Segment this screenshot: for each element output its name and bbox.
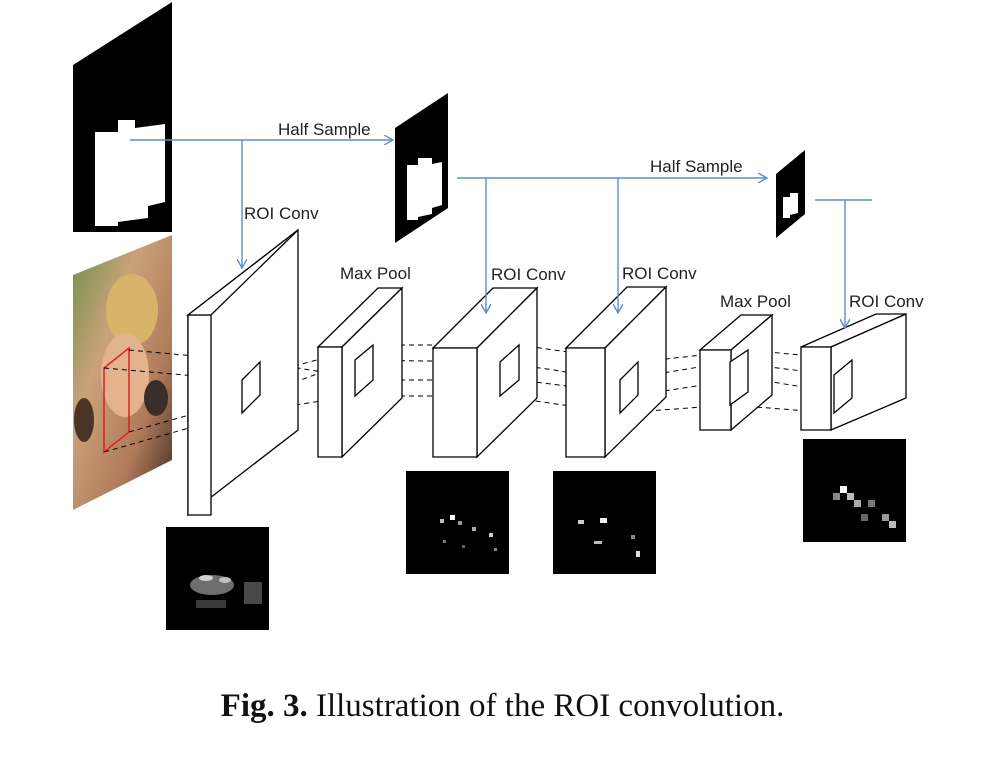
roi-window-2	[354, 343, 374, 398]
label-max-pool-2: Max Pool	[720, 292, 791, 311]
caption-prefix: Fig. 3.	[220, 688, 308, 724]
label-roi-conv-3: ROI Conv	[622, 264, 697, 283]
label-half-sample-1: Half Sample	[278, 120, 371, 139]
roi-window-6	[833, 358, 853, 415]
roi-conv-layer-4	[800, 313, 907, 431]
half-sampled-mask-2	[776, 150, 805, 238]
label-roi-conv-2: ROI Conv	[491, 265, 566, 284]
roi-conv-layer-1	[186, 228, 299, 517]
roi-window-1	[241, 360, 261, 415]
label-half-sample-2: Half Sample	[650, 157, 743, 176]
max-pool-layer-1	[316, 286, 404, 459]
label-roi-conv-4: ROI Conv	[849, 292, 924, 311]
half-sample-arrows	[130, 140, 872, 327]
roi-conv-layer-2	[431, 286, 539, 459]
feature-map-1	[166, 527, 269, 630]
input-roi-mask	[73, 2, 172, 232]
roi-window-3	[499, 343, 520, 398]
max-pool-layer-2	[698, 313, 774, 432]
input-face-photo	[73, 235, 172, 510]
caption-text: Illustration of the ROI convolution.	[315, 688, 785, 724]
roi-conv-layer-3	[564, 285, 668, 459]
figure-caption: Fig. 3. Illustration of the ROI convolut…	[0, 688, 1005, 725]
feature-map-4	[803, 439, 906, 542]
feature-map-3	[553, 471, 656, 574]
roi-window-5	[729, 348, 749, 407]
half-sampled-mask-1	[395, 93, 448, 243]
roi-window-4	[619, 360, 639, 415]
label-roi-conv-1: ROI Conv	[244, 204, 319, 223]
label-max-pool-1: Max Pool	[340, 264, 411, 283]
feature-map-2	[406, 471, 509, 574]
